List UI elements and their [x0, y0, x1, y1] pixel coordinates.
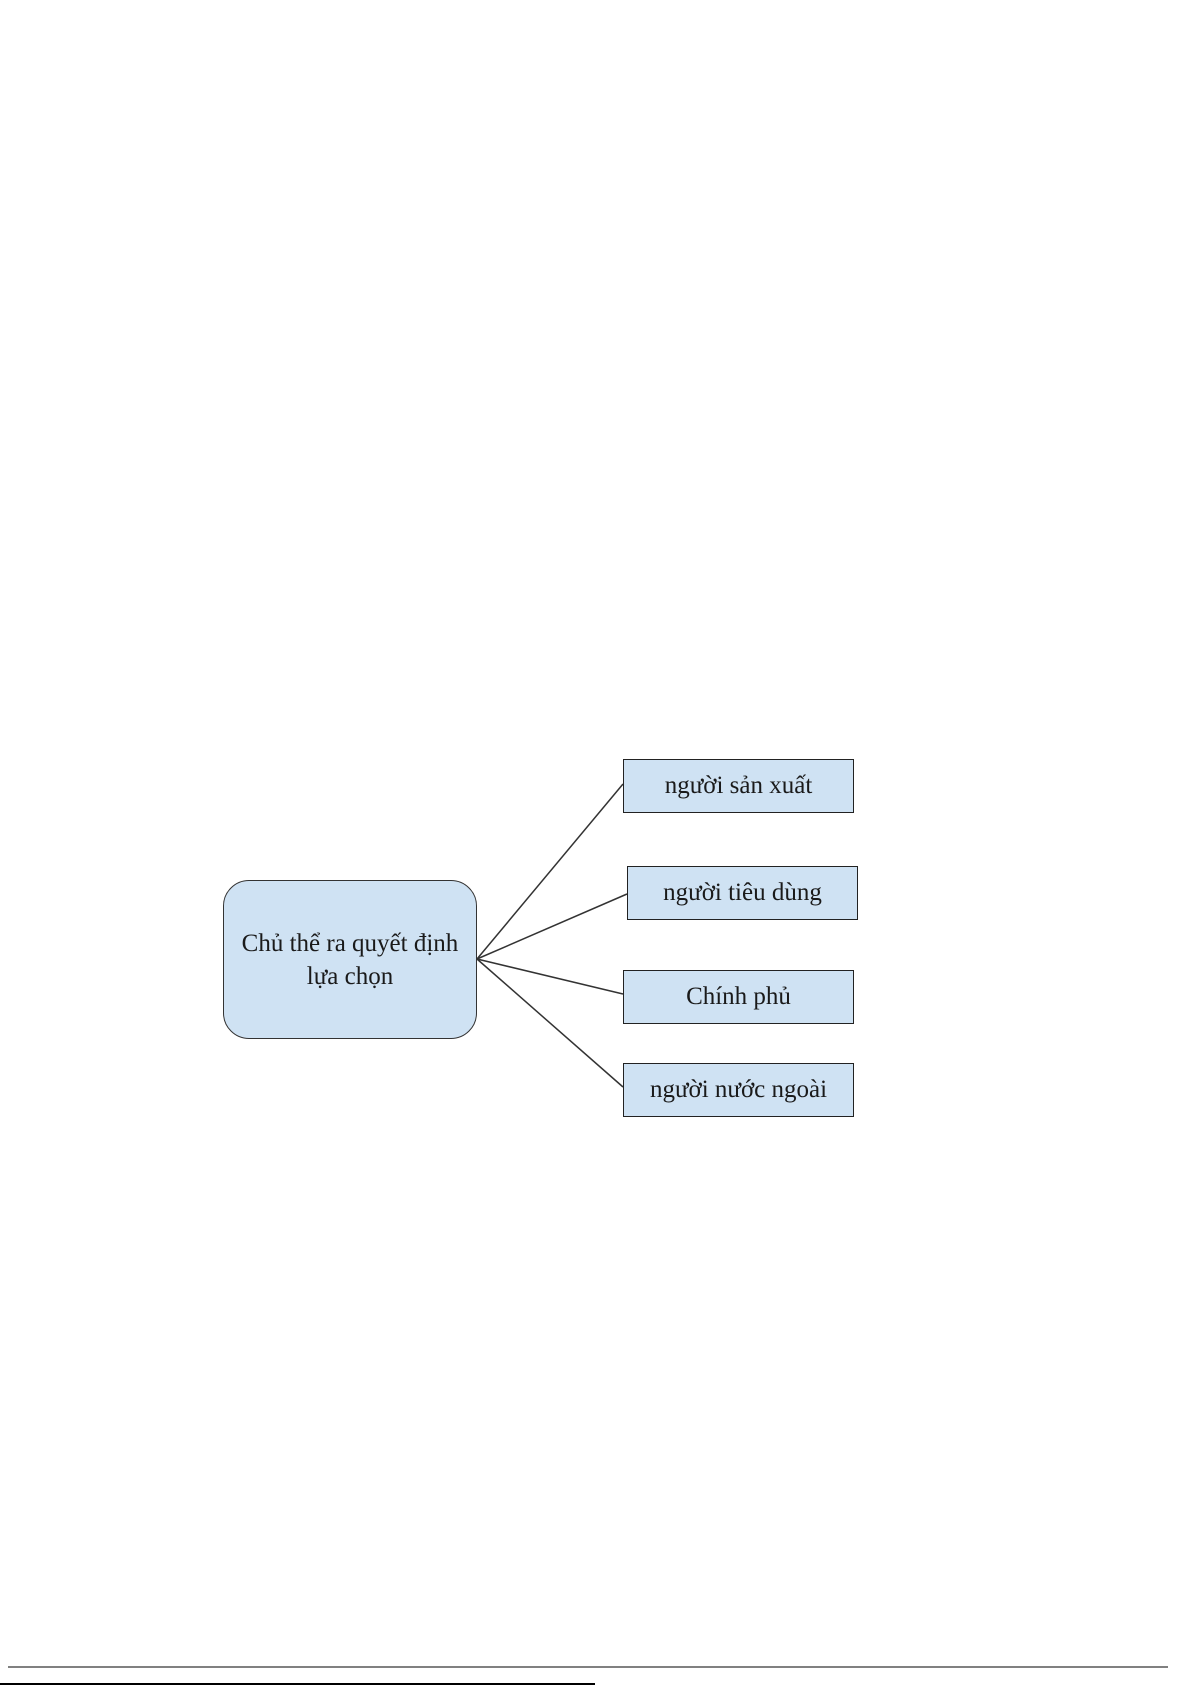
connector-4: [477, 959, 623, 1087]
node-foreigners: người nước ngoài: [623, 1063, 854, 1117]
footer-divider: [8, 1666, 1168, 1668]
node-label: Chính phủ: [686, 983, 791, 1011]
node-producer: người sản xuất: [623, 759, 854, 813]
connector-3: [477, 959, 623, 994]
root-label: Chủ thể ra quyết định lựa chọn: [234, 927, 466, 993]
node-label: người tiêu dùng: [663, 879, 822, 907]
node-consumer: người tiêu dùng: [627, 866, 858, 920]
root-node: Chủ thể ra quyết định lựa chọn: [223, 880, 477, 1039]
connector-2: [477, 894, 627, 959]
node-government: Chính phủ: [623, 970, 854, 1024]
connector-1: [477, 784, 623, 959]
node-label: người sản xuất: [665, 772, 813, 800]
node-label: người nước ngoài: [650, 1076, 827, 1104]
